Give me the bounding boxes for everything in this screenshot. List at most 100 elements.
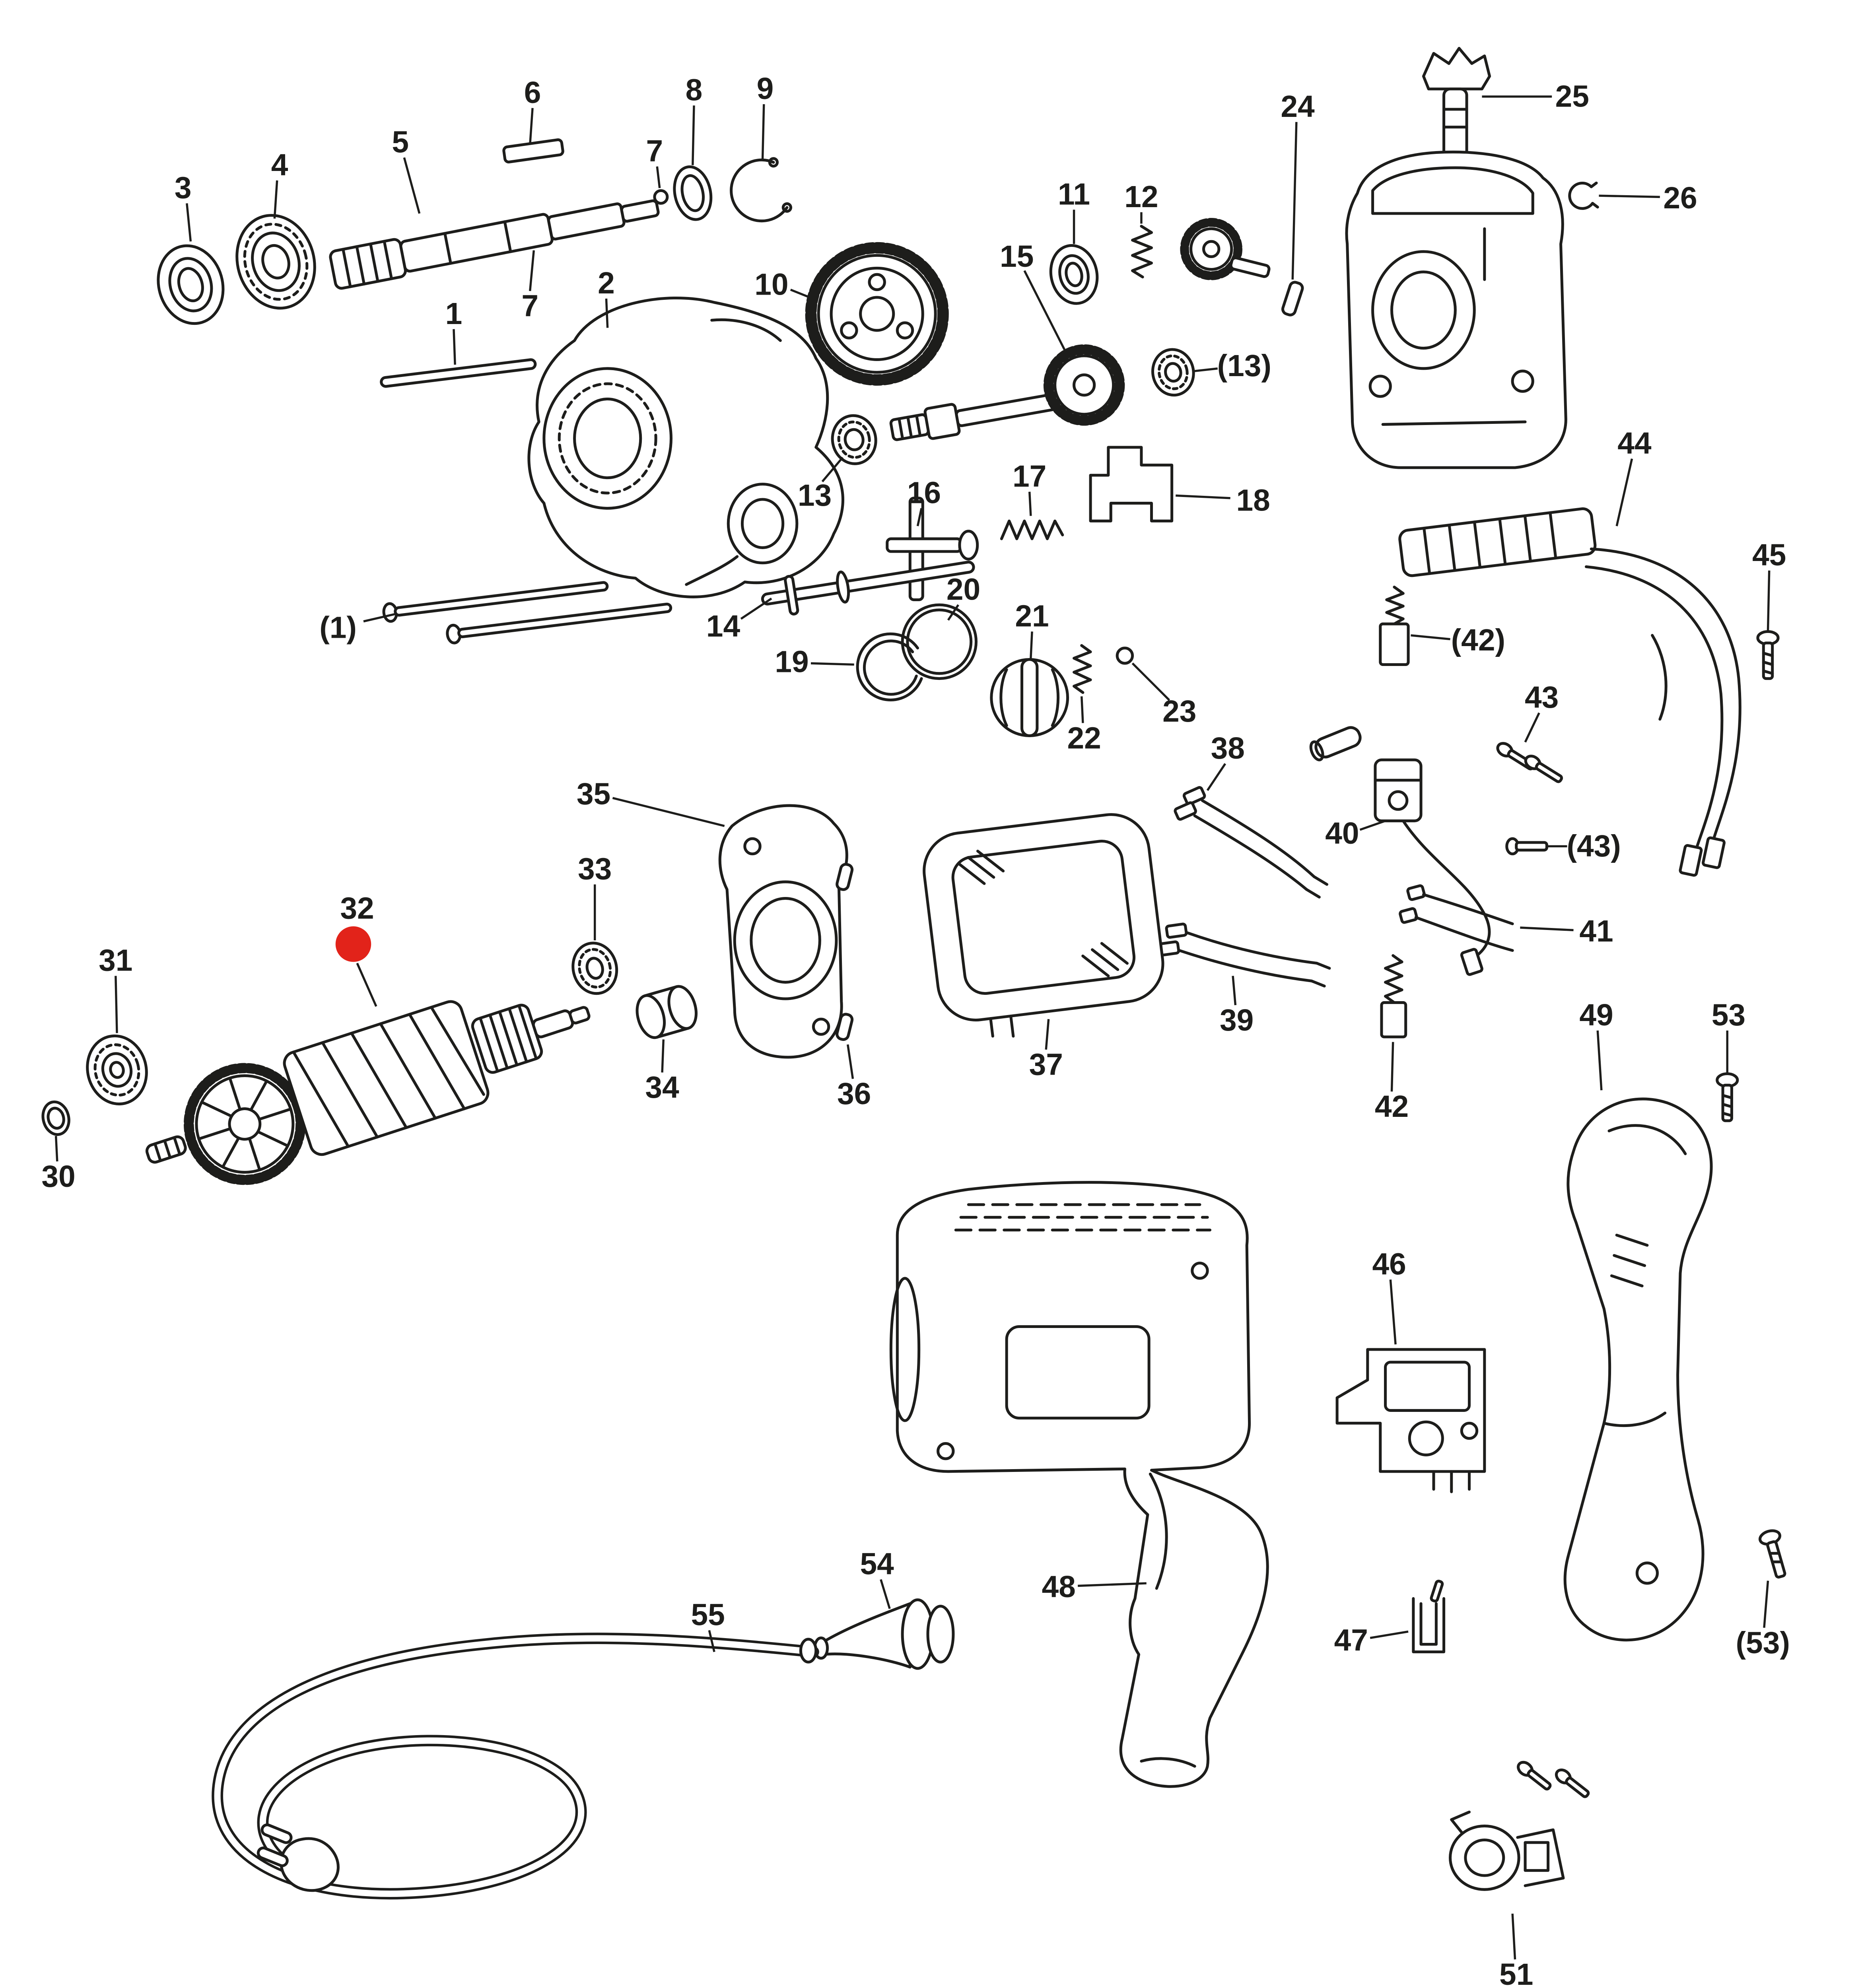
part-38-wires-drawing (1174, 786, 1329, 899)
part-label-4: 4 (271, 148, 288, 182)
part-label-39: 39 (1220, 1004, 1254, 1037)
part-42b-brush-drawing (1379, 585, 1410, 666)
part-leader-23 (1131, 662, 1170, 701)
part-36-pins-drawing (836, 863, 854, 1041)
part-leader-45 (1767, 570, 1771, 631)
part-leader-54 (880, 1579, 891, 1609)
part-label-23: 23 (1162, 695, 1196, 728)
part-leader-15 (1023, 270, 1069, 357)
part-31-bearing-drawing (86, 1034, 148, 1106)
part-45-screw-drawing (1756, 630, 1780, 680)
part-leader-2 (605, 298, 609, 328)
part-label-34: 34 (645, 1071, 679, 1105)
part-label-2: 2 (598, 266, 615, 300)
part-leader-24 (1291, 122, 1298, 280)
part-label-6: 6 (524, 76, 541, 110)
part-10-gear-drawing (805, 242, 949, 386)
part-leader-18 (1176, 494, 1230, 499)
part-42-brush-drawing (1380, 954, 1407, 1039)
part-label-43: 43 (1525, 681, 1559, 714)
part-leader-17 (1028, 491, 1032, 516)
part-leader-7-2 (529, 250, 535, 291)
part-13b-bearing-drawing (1151, 348, 1195, 397)
part-1-screws-drawing (382, 581, 672, 645)
part-leader-40 (1359, 819, 1386, 831)
part-leader-10 (790, 289, 816, 301)
part-label-13-2: 13 (798, 479, 832, 513)
part-label-48: 48 (1042, 1570, 1076, 1604)
part-label-13: (13) (1217, 349, 1271, 383)
part-53-screw-drawing (1716, 1072, 1739, 1122)
part-label-5: 5 (392, 125, 409, 159)
part-33-bearing-drawing (571, 942, 618, 995)
part-13-bearing-drawing (831, 414, 877, 465)
part-leader-8 (692, 105, 695, 165)
part-leader-44 (1615, 458, 1633, 526)
part-leader-19 (810, 662, 854, 666)
part-leader-9 (761, 104, 765, 159)
part-leader-36 (846, 1044, 854, 1079)
leader-lines (54, 95, 1771, 1960)
part-label-37: 37 (1029, 1048, 1063, 1082)
part-label-12: 12 (1124, 180, 1158, 214)
part-39-wires-drawing (1157, 922, 1331, 988)
part-label-40: 40 (1325, 817, 1359, 850)
part-4-bearing-drawing (235, 214, 316, 310)
part-label-32: 32 (340, 892, 374, 926)
part-24-pin-drawing (1281, 281, 1304, 316)
part-49-handle-drawing (1563, 1097, 1713, 1642)
part-label-42: (42) (1451, 623, 1505, 657)
part-leader-39 (1232, 976, 1237, 1006)
part-25-chuck-drawing (1422, 47, 1491, 159)
part-21-knob-drawing (990, 658, 1069, 737)
part-leader-3 (186, 203, 192, 242)
part-8-washer-drawing (673, 165, 713, 221)
part-label-41: 41 (1579, 914, 1613, 948)
part-26-clip-drawing (1568, 181, 1599, 210)
part-label-26: 26 (1663, 181, 1697, 215)
part-leader-42 (1411, 634, 1450, 641)
part-19-ring-drawing (856, 632, 923, 701)
part-label-42-2: 42 (1375, 1090, 1409, 1124)
part-leader-13-2 (821, 456, 844, 482)
part-41-wires-drawing (1399, 884, 1514, 952)
part-leader-51 (1511, 1913, 1516, 1960)
part-label-7-2: 7 (521, 289, 538, 323)
part-leader-55 (708, 1630, 715, 1652)
part-leader-34 (661, 1039, 665, 1073)
highlight-dot-part-32[interactable] (335, 926, 371, 962)
part-11-bearing-drawing (1049, 244, 1099, 305)
part-label-16: 16 (907, 476, 941, 510)
part-2-gearbox-housing-drawing (527, 296, 844, 598)
part-leader-31 (115, 976, 118, 1033)
part-leader-14 (740, 598, 772, 620)
part-51-assembly-drawing (1449, 1761, 1590, 1891)
part-label-35: 35 (577, 777, 610, 811)
part-37-stator-drawing (923, 813, 1164, 1038)
part-label-8: 8 (686, 73, 703, 107)
part-leader-13 (1194, 367, 1218, 372)
part-label-44: 44 (1617, 427, 1652, 460)
part-32-armature-drawing (145, 1000, 591, 1185)
part-leader-53-2 (1763, 1580, 1769, 1628)
part-54-grommet-drawing (813, 1598, 955, 1670)
part-leader-16 (916, 508, 923, 526)
part-46-switch-drawing (1335, 1348, 1486, 1493)
part-label-1-2: (1) (319, 611, 357, 645)
part-3-seal-drawing (157, 244, 225, 325)
part-55-cord-drawing (212, 1633, 819, 1900)
part-label-25: 25 (1555, 80, 1589, 113)
part-label-3: 3 (175, 171, 192, 205)
part-5-spindle-drawing (329, 199, 660, 290)
part-label-1: 1 (445, 297, 463, 331)
part-leader-35 (612, 797, 725, 827)
part-leader-43 (1524, 712, 1540, 743)
part-leader-47 (1370, 1630, 1409, 1639)
part-35-bracket-drawing (718, 804, 848, 1059)
part-label-20: 20 (947, 573, 980, 606)
part-43-screws-drawing (1496, 742, 1563, 783)
part-7-ball-drawing (653, 189, 669, 205)
